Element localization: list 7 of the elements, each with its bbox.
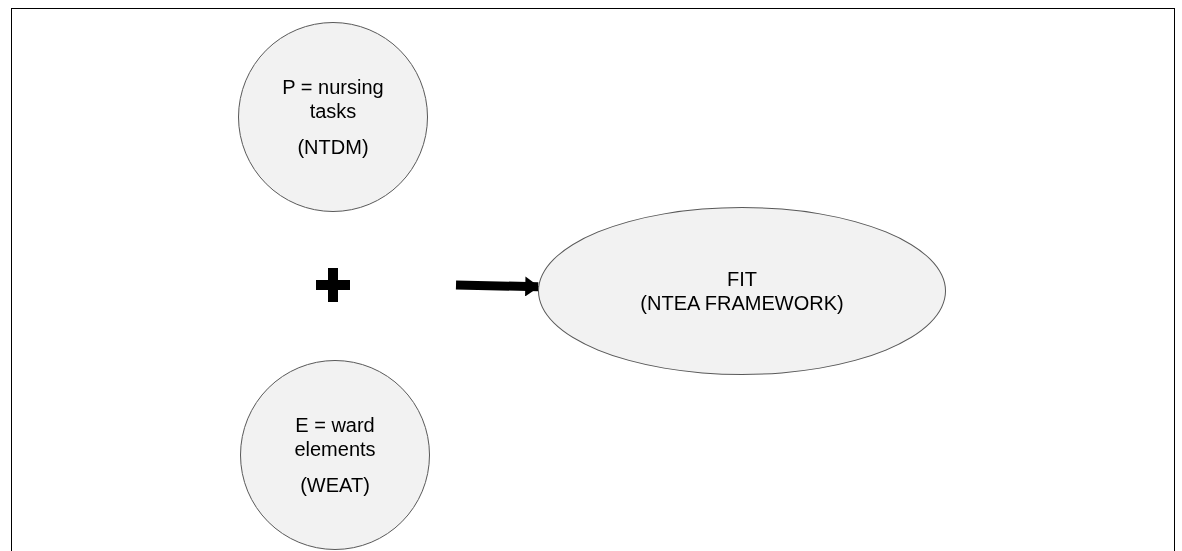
node-text: (WEAT) xyxy=(300,473,370,497)
node-text: FIT xyxy=(727,267,757,291)
node-text: (NTDM) xyxy=(297,135,369,159)
arrow xyxy=(455,276,540,297)
node-text: P = nursing tasks xyxy=(281,75,385,123)
node-text: E = ward elements xyxy=(293,413,377,461)
node-text: (NTEA FRAMEWORK) xyxy=(640,291,844,315)
